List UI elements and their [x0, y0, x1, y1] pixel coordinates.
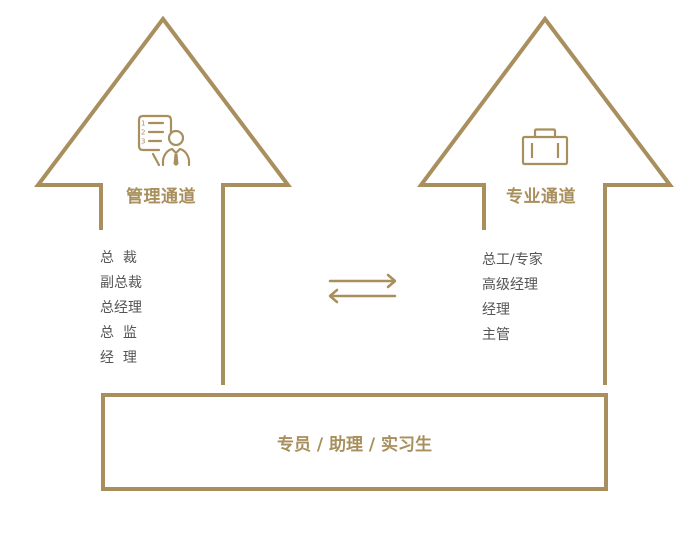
management-channel-title: 管理通道	[126, 187, 196, 207]
management-levels-list: 总 裁 副总裁 总经理 总 监 经 理	[100, 246, 142, 371]
professional-level: 总工/专家	[482, 252, 543, 268]
professional-level: 主管	[482, 327, 510, 343]
base-box	[101, 393, 608, 491]
professional-levels-list: 总工/专家 高级经理 经理 主管	[482, 248, 543, 348]
management-level: 副总裁	[100, 275, 142, 291]
base-level-label: 专员 / 助理 / 实习生	[276, 434, 433, 455]
management-level: 总 监	[100, 325, 137, 341]
management-level: 总 裁	[100, 250, 137, 266]
briefcase-icon	[521, 128, 569, 166]
svg-text:1: 1	[141, 120, 145, 128]
management-level: 总经理	[100, 300, 142, 316]
management-level: 经 理	[100, 350, 137, 366]
presenter-checklist-icon: 1 2 3	[137, 114, 191, 167]
bidirectional-arrows-icon	[328, 273, 397, 304]
management-arrow-outline	[33, 15, 293, 385]
svg-text:2: 2	[141, 129, 145, 137]
professional-channel-title: 专业通道	[506, 187, 576, 207]
svg-text:3: 3	[141, 138, 145, 146]
professional-level: 经理	[482, 302, 510, 318]
professional-level: 高级经理	[482, 277, 538, 293]
professional-arrow-outline	[417, 15, 675, 385]
